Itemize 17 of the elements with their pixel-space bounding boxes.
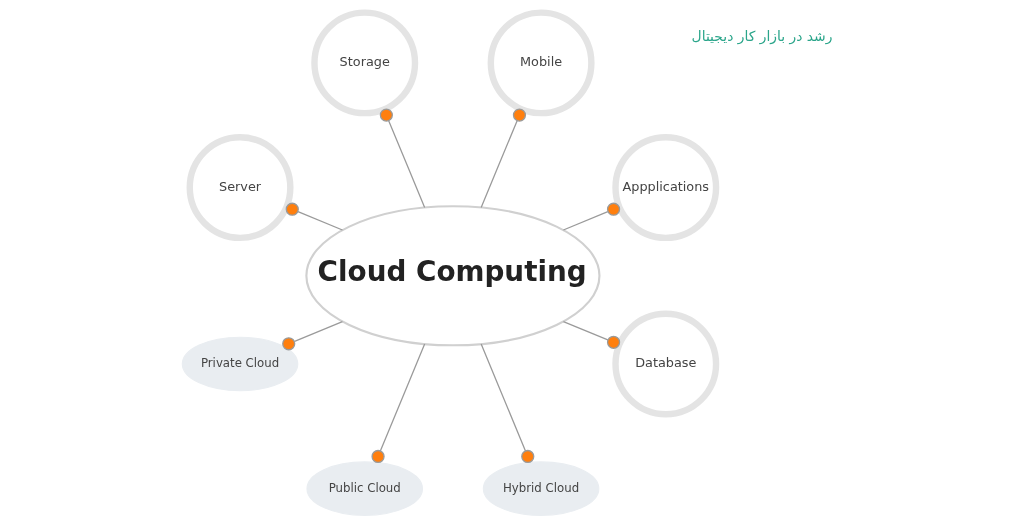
connector [480, 343, 535, 464]
connector [562, 320, 621, 349]
node-ellipse: Public Cloud [306, 461, 424, 516]
node-circle: Database [612, 310, 720, 418]
node-circle: Appplications [612, 134, 720, 242]
node-circle: Storage [311, 9, 419, 117]
node-circle: Mobile [487, 9, 595, 117]
connector [282, 320, 344, 351]
node-ellipse: Cloud Computing [305, 205, 601, 347]
connector [480, 108, 527, 209]
connector [562, 202, 621, 231]
node-ellipse: Hybrid Cloud [482, 461, 600, 516]
connector [285, 202, 344, 231]
label: رشد در بازار کار دیجیتال [691, 27, 833, 44]
connector [371, 343, 426, 464]
node-circle: Server [186, 134, 294, 242]
connector [379, 108, 426, 209]
